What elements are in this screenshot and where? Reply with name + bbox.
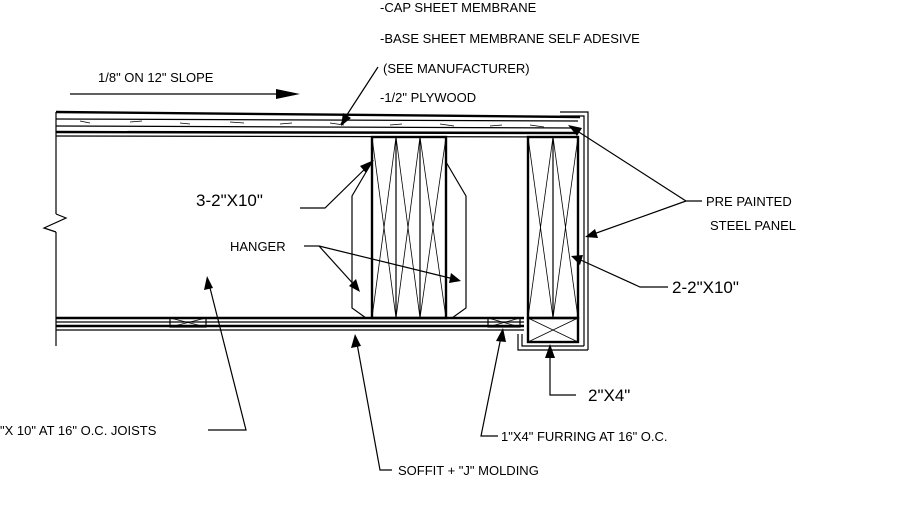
plywood-hatch: [79, 120, 545, 128]
furring-strip-right: [487, 317, 521, 328]
label-double-2x10: 2-2"X10": [672, 278, 739, 297]
two-by-four-block: [526, 316, 580, 344]
steel-fascia-panel: [517, 136, 589, 351]
label-pre-painted: PRE PAINTED: [706, 194, 792, 209]
leader-lines: [204, 66, 702, 471]
label-soffit: SOFFIT + "J" MOLDING: [398, 463, 539, 478]
wall-break-line: [42, 112, 68, 346]
roof-deck-layers: [55, 110, 589, 138]
hanger-left: [351, 161, 373, 319]
label-plywood: -1/2" PLYWOOD: [380, 90, 476, 105]
label-joists: "X 10" AT 16" O.C. JOISTS: [0, 423, 157, 438]
annotation-labels: -CAP SHEET MEMBRANE -BASE SHEET MEMBRANE…: [0, 0, 796, 478]
furring-strip-left: [169, 317, 207, 328]
double-2x10-rim: [526, 135, 580, 320]
label-cap-sheet: -CAP SHEET MEMBRANE: [380, 0, 537, 15]
label-steel-panel: STEEL PANEL: [710, 218, 796, 233]
label-hanger: HANGER: [230, 239, 286, 254]
soffit-layers: [56, 316, 524, 331]
hanger-right: [445, 161, 467, 319]
label-furring: 1"X4" FURRING AT 16" O.C.: [501, 429, 668, 444]
label-base-sheet: -BASE SHEET MEMBRANE SELF ADESIVE: [380, 31, 640, 46]
slope-arrow: [70, 89, 300, 99]
label-triple-2x10: 3-2"X10": [196, 191, 263, 210]
label-two-by-four: 2"X4": [588, 386, 630, 405]
label-see-manufacturer: (SEE MANUFACTURER): [383, 61, 530, 76]
triple-2x10-beam: [370, 135, 448, 320]
label-slope: 1/8" ON 12" SLOPE: [98, 70, 214, 85]
